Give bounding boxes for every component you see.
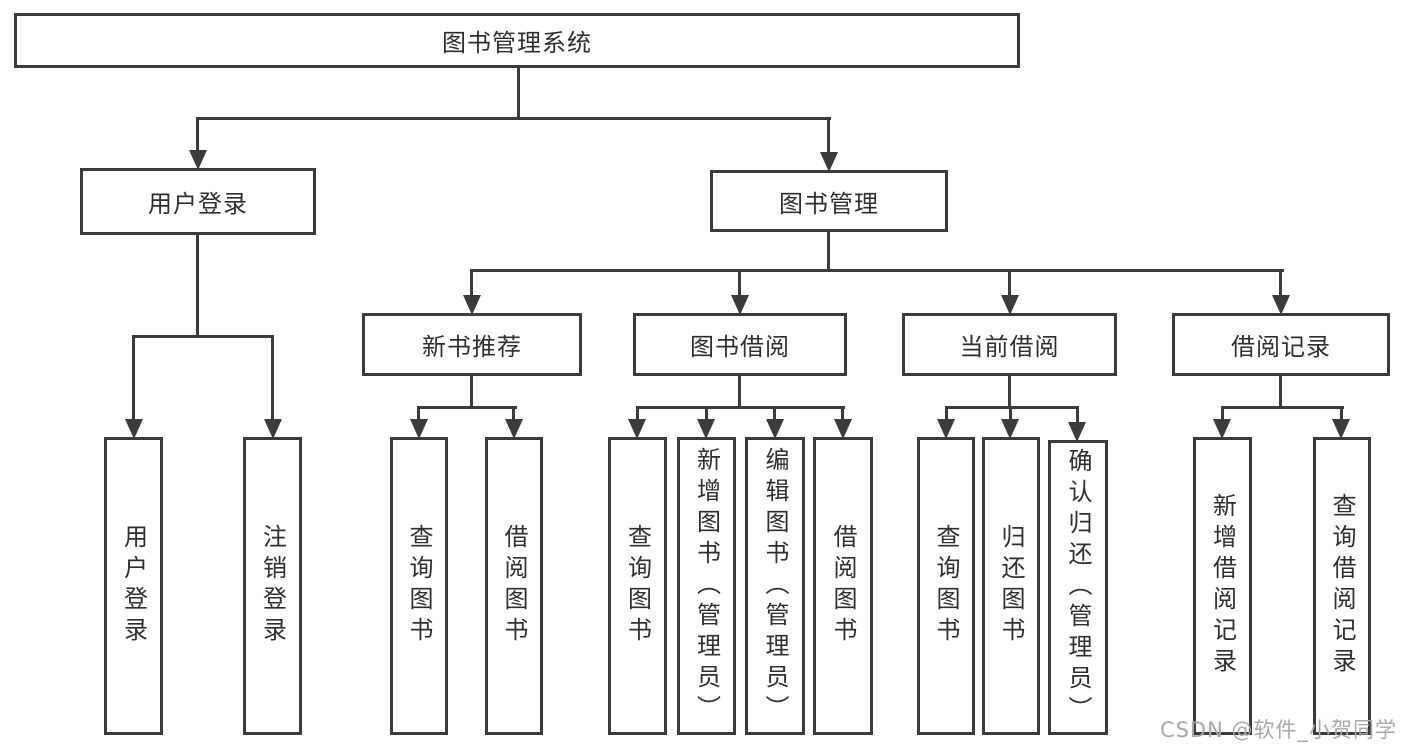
connector-line (827, 117, 830, 155)
arrow-down-icon (820, 152, 838, 172)
arrow-down-icon (463, 295, 481, 315)
connector-line (132, 335, 135, 421)
connector-line (1279, 269, 1282, 298)
leaf-add-books-admin: 新增图书（管理员） (677, 437, 736, 735)
arrow-down-icon (628, 419, 646, 439)
node-user-login-label: 用户登录 (148, 190, 248, 218)
connector-line (1076, 406, 1079, 423)
connector-line (512, 406, 515, 421)
connector-line (271, 335, 274, 421)
leaf-logout: 注销登录 (243, 437, 302, 735)
connector-line (417, 406, 420, 421)
connector-line (470, 269, 1284, 272)
connector-line (470, 269, 473, 298)
arrow-down-icon (766, 419, 784, 439)
connector-line (197, 117, 831, 120)
leaf-query-borrow-record: 查询借阅记录 (1313, 437, 1371, 735)
connector-line (945, 406, 948, 421)
node-book-management: 图书管理 (710, 170, 948, 232)
leaf-borrow-books-label: 借阅图书 (829, 524, 857, 648)
connector-line (470, 376, 473, 408)
leaf-user-login-label: 用户登录 (119, 524, 148, 648)
leaf-edit-books-admin: 编辑图书（管理员） (745, 437, 805, 735)
arrow-down-icon (834, 419, 852, 439)
arrow-down-icon (505, 419, 523, 439)
leaf-borrow-books-recommend-label: 借阅图书 (500, 524, 528, 648)
node-borrow-records-label: 借阅记录 (1231, 333, 1331, 361)
node-current-borrow: 当前借阅 (902, 313, 1117, 376)
node-book-borrow: 图书借阅 (633, 313, 847, 376)
node-book-borrow-label: 图书借阅 (690, 333, 790, 361)
connector-line (1221, 406, 1224, 421)
connector-line (1009, 406, 1012, 421)
leaf-return-books-label: 归还图书 (997, 524, 1025, 648)
leaf-user-login: 用户登录 (104, 437, 163, 735)
node-borrow-records: 借阅记录 (1172, 313, 1390, 376)
leaf-borrow-books-recommend: 借阅图书 (485, 437, 543, 735)
csdn-watermark: CSDN @软件_小贺同学 (1159, 718, 1397, 742)
leaf-query-borrow-record-label: 查询借阅记录 (1328, 493, 1356, 679)
connector-line (636, 406, 639, 421)
connector-line (841, 406, 844, 421)
connector-line (1221, 406, 1344, 409)
leaf-query-books-borrow: 查询图书 (608, 437, 667, 735)
arrow-down-icon (410, 419, 428, 439)
leaf-add-books-admin-label: 新增图书（管理员） (692, 446, 721, 726)
arrow-down-icon (1272, 295, 1290, 315)
connector-line (827, 232, 830, 272)
node-current-borrow-label: 当前借阅 (959, 333, 1060, 361)
leaf-query-books-current-label: 查询图书 (932, 524, 960, 648)
node-new-book-recommend: 新书推荐 (362, 313, 582, 376)
connector-line (1008, 269, 1011, 298)
leaf-borrow-books: 借阅图书 (813, 437, 873, 735)
arrow-down-icon (1001, 419, 1019, 439)
arrow-down-icon (125, 419, 143, 439)
arrow-down-icon (937, 419, 955, 439)
connector-line (132, 335, 274, 338)
leaf-add-borrow-record: 新增借阅记录 (1193, 437, 1252, 735)
leaf-confirm-return-admin-label: 确认归还（管理员） (1064, 448, 1092, 727)
arrow-down-icon (264, 419, 282, 439)
leaf-add-borrow-record-label: 新增借阅记录 (1208, 493, 1237, 679)
connector-line (636, 406, 845, 409)
connector-line (517, 66, 520, 120)
leaf-logout-label: 注销登录 (258, 524, 287, 648)
leaf-query-books-recommend: 查询图书 (390, 437, 448, 735)
connector-line (1340, 406, 1343, 421)
connector-line (1279, 376, 1282, 408)
connector-line (196, 235, 199, 337)
arrow-down-icon (189, 150, 207, 170)
node-new-book-recommend-label: 新书推荐 (422, 333, 522, 361)
arrow-down-icon (1332, 419, 1350, 439)
connector-line (196, 117, 199, 153)
connector-line (945, 406, 1079, 409)
connector-line (417, 406, 517, 409)
leaf-query-books-current: 查询图书 (917, 437, 975, 735)
arrow-down-icon (1001, 295, 1019, 315)
connector-line (773, 406, 776, 421)
arrow-down-icon (1213, 419, 1231, 439)
arrow-down-icon (697, 419, 715, 439)
leaf-query-books-borrow-label: 查询图书 (623, 524, 652, 648)
connector-line (738, 269, 741, 298)
node-root: 图书管理系统 (14, 13, 1020, 68)
leaf-confirm-return-admin: 确认归还（管理员） (1048, 440, 1108, 735)
node-user-login: 用户登录 (80, 168, 316, 235)
connector-line (738, 376, 741, 408)
arrow-down-icon (731, 295, 749, 315)
leaf-edit-books-admin-label: 编辑图书（管理员） (761, 446, 789, 726)
node-root-label: 图书管理系统 (442, 29, 592, 57)
arrow-down-icon (1068, 422, 1086, 442)
connector-line (1008, 376, 1011, 408)
leaf-return-books: 归还图书 (982, 437, 1040, 735)
node-book-management-label: 图书管理 (779, 189, 879, 218)
leaf-query-books-recommend-label: 查询图书 (405, 524, 433, 648)
connector-line (705, 406, 708, 421)
